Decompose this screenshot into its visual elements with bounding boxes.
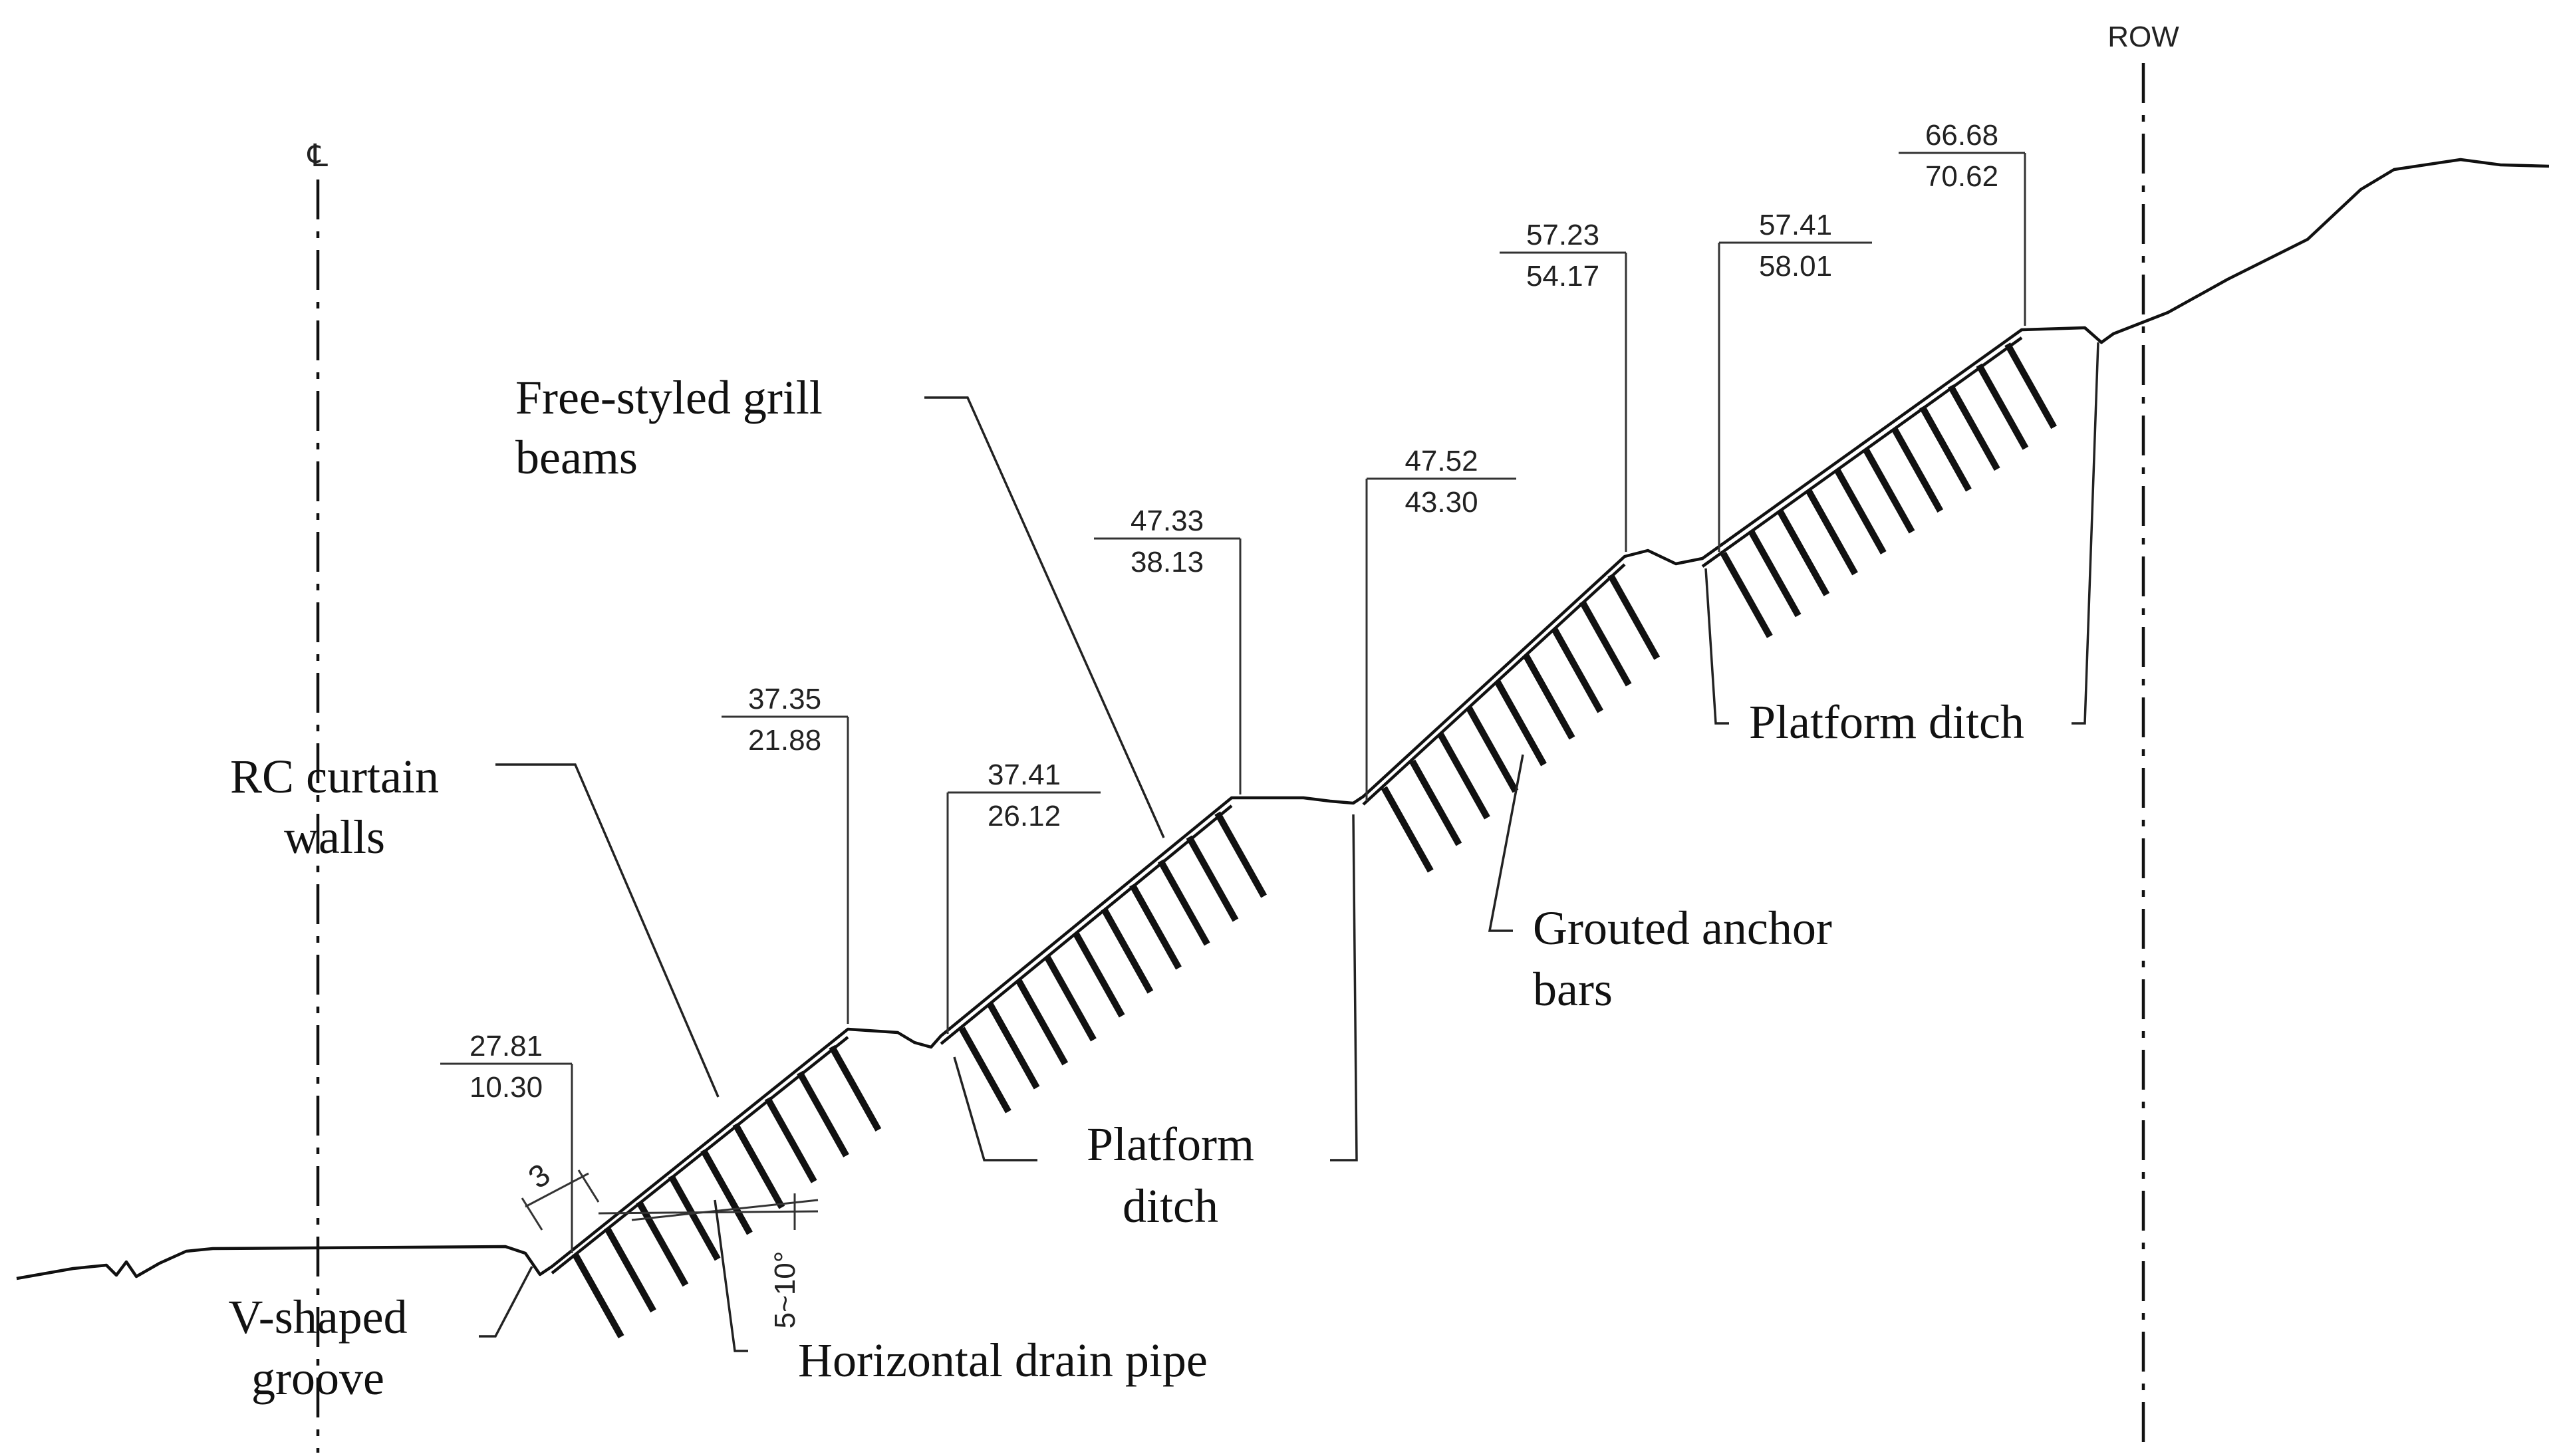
- elevation-bottom: 70.62: [1925, 160, 1998, 193]
- anchor-bar: [797, 1070, 849, 1157]
- elevation-callout: 57.23 54.17: [1500, 219, 1627, 552]
- anchor-bar: [700, 1148, 753, 1235]
- anchor-bar: [1522, 653, 1575, 740]
- elevation-top: 66.68: [1925, 119, 1998, 152]
- anchor-bar: [2004, 342, 2057, 429]
- elevation-bottom: 54.17: [1526, 260, 1599, 293]
- elevation-top: 27.81: [470, 1030, 543, 1062]
- elevation-top: 37.41: [988, 759, 1061, 791]
- anchor-bar: [1044, 955, 1097, 1042]
- elevation-top: 57.41: [1759, 209, 1832, 241]
- anchor-bar: [1720, 551, 1773, 638]
- anchor-bar: [829, 1045, 882, 1132]
- anchor-bar: [571, 1252, 624, 1338]
- anchor-bar: [1833, 468, 1887, 554]
- label-rc-walls-2: walls: [284, 810, 385, 864]
- anchor-bar: [1579, 600, 1632, 687]
- row-label: ROW: [2107, 21, 2179, 53]
- anchor-bar: [636, 1200, 689, 1287]
- label-platform-ditch-upper: Platform ditch: [1749, 695, 2024, 749]
- elevation-bottom: 26.12: [988, 800, 1061, 832]
- anchor-bar: [668, 1174, 721, 1261]
- centerline-symbol: ℄: [307, 138, 328, 173]
- anchor-bar: [1777, 509, 1830, 596]
- grouted-anchor-bars: [571, 342, 2057, 1338]
- elevation-bottom: 10.30: [470, 1071, 543, 1104]
- anchor-bar: [1381, 786, 1434, 873]
- label-platform-ditch-1: Platform: [1087, 1118, 1254, 1171]
- anchor-bar: [1551, 626, 1603, 713]
- anchor-bar: [958, 1027, 1011, 1114]
- drain-angle-value: 5~10°: [769, 1251, 801, 1329]
- elevation-callout: 37.35 21.88: [722, 683, 849, 1024]
- anchor-bar: [1891, 426, 1944, 513]
- anchor-bar: [1806, 489, 1858, 576]
- drain-angle-dimension: 5~10°: [598, 1193, 819, 1329]
- anchor-bar: [1101, 907, 1154, 994]
- label-platform-ditch-2: ditch: [1123, 1179, 1218, 1233]
- anchor-bar: [764, 1096, 817, 1183]
- leader-lines: [479, 342, 2099, 1352]
- elevation-top: 37.35: [748, 683, 821, 715]
- label-grill-beams-2: beams: [515, 431, 638, 484]
- anchor-bar: [1157, 859, 1210, 946]
- anchor-bar: [1466, 706, 1519, 793]
- elevation-bottom: 21.88: [748, 724, 821, 757]
- anchor-bar: [987, 1003, 1040, 1090]
- anchor-bar: [1409, 759, 1462, 846]
- label-rc-walls-1: RC curtain: [230, 750, 439, 803]
- anchor-bar: [1976, 363, 2029, 450]
- thickness-dimension: 3: [521, 1156, 600, 1231]
- anchor-bar: [1072, 931, 1125, 1018]
- anchor-bar: [1494, 679, 1547, 767]
- elevation-callout: 27.81 10.30: [440, 1030, 573, 1253]
- anchor-bar: [1919, 405, 1972, 492]
- anchor-bar: [732, 1122, 785, 1209]
- anchor-bar: [1129, 883, 1182, 970]
- anchor-bar: [604, 1226, 656, 1313]
- anchor-bar: [1186, 835, 1239, 922]
- anchor-bar: [1607, 573, 1661, 660]
- elevation-callout: 47.52 43.30: [1365, 445, 1516, 801]
- elevation-top: 57.23: [1526, 219, 1599, 251]
- anchor-bar: [1748, 531, 1802, 618]
- callout-labels: Free-styled grill beams RC curtain walls…: [228, 371, 2024, 1405]
- elevation-bottom: 38.13: [1131, 546, 1204, 578]
- elevation-bottom: 43.30: [1405, 486, 1478, 519]
- elevation-top: 47.52: [1405, 445, 1478, 477]
- anchor-bar: [1862, 447, 1915, 534]
- elevation-top: 47.33: [1131, 505, 1204, 537]
- elevation-callout: 37.41 26.12: [946, 759, 1101, 1034]
- elevation-callout: 66.68 70.62: [1899, 119, 2026, 326]
- anchor-bar: [1438, 733, 1490, 820]
- anchor-bar: [1947, 384, 2000, 471]
- label-drain-pipe: Horizontal drain pipe: [798, 1334, 1208, 1387]
- grill-beam-facings: [551, 336, 2023, 1274]
- elevation-callouts: 27.81 10.30 37.35 21.88 37.41 26.12 47.33 38.13…: [440, 119, 2026, 1253]
- thickness-value: 3: [522, 1156, 557, 1195]
- label-grill-beams-1: Free-styled grill: [515, 371, 823, 424]
- label-grouted-anchor-2: bars: [1533, 963, 1613, 1016]
- anchor-bar: [1214, 811, 1268, 898]
- elevation-callout: 57.41 58.01: [1718, 209, 1872, 552]
- label-grouted-anchor-1: Grouted anchor: [1533, 902, 1832, 955]
- ground-profile: [16, 158, 2549, 1280]
- label-v-groove-2: groove: [251, 1352, 384, 1405]
- elevation-bottom: 58.01: [1759, 250, 1832, 283]
- label-v-groove-1: V-shaped: [228, 1290, 407, 1344]
- elevation-callout: 47.33 38.13: [1094, 505, 1242, 794]
- anchor-bar: [1015, 979, 1069, 1066]
